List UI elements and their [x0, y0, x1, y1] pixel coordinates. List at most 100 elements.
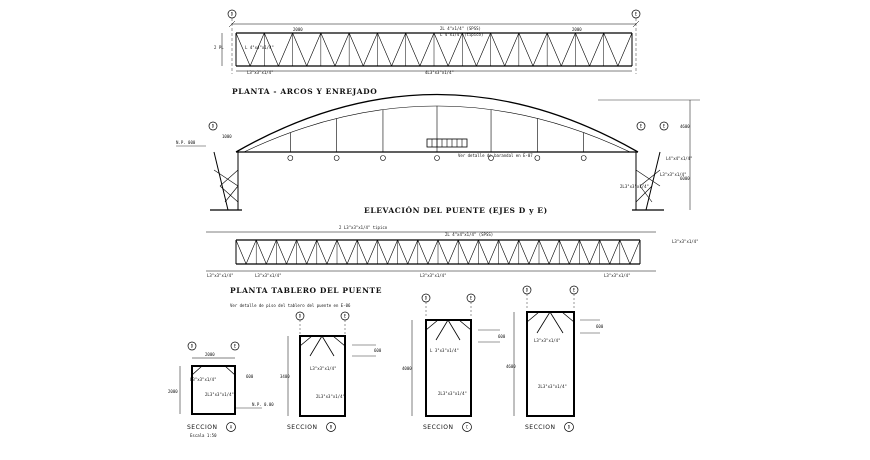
sec-b-height: 3400	[280, 374, 290, 379]
svg-text:D: D	[299, 314, 302, 319]
elev-height-label: 4600	[680, 124, 690, 129]
deck-left-label: L3"x3"x1/4"	[207, 273, 234, 278]
truss-web	[266, 239, 277, 265]
hanger-marker	[333, 155, 340, 161]
truss-web	[306, 32, 322, 67]
truss-web	[334, 32, 350, 67]
truss-web	[447, 239, 459, 265]
truss-web	[377, 32, 392, 67]
truss-web	[462, 32, 477, 67]
sec-c-top: 600	[498, 334, 506, 339]
svg-text:E: E	[470, 296, 473, 301]
truss-web	[397, 239, 408, 265]
truss-web	[235, 239, 247, 265]
truss-web	[468, 239, 479, 265]
truss-web	[245, 239, 257, 265]
sec-a-scale: Escala 1:50	[190, 433, 217, 438]
truss-web	[488, 239, 499, 265]
truss-web	[249, 32, 265, 67]
truss-web	[532, 32, 548, 67]
deck-member-label-1: 2 L3"x3"x1/4" tipico	[339, 225, 388, 230]
svg-text:E: E	[234, 344, 237, 349]
svg-text:E: E	[635, 12, 638, 17]
sec-c-bubble: C	[466, 425, 469, 430]
grid-bubble-e-elev: E	[636, 121, 646, 131]
sec-d-bubble: D	[568, 425, 571, 430]
svg-text:D: D	[425, 296, 428, 301]
elev-member-label-2: L3"x3"x1/4"	[660, 172, 687, 177]
svg-text:D: D	[212, 124, 215, 129]
svg-text:D: D	[526, 288, 529, 293]
top-bottom-mid-label: 4L3"x3"x1/4"	[425, 70, 454, 75]
elev-lower-label: 6000	[680, 176, 690, 181]
sec-c-label1: L 3"x3"x1/4"	[430, 348, 459, 353]
truss-web	[367, 239, 378, 265]
top-member-label-1: 2L 4"x1/4" (SPSS)	[440, 26, 481, 31]
sec-a-bubble: A	[230, 425, 233, 430]
truss-web	[518, 239, 530, 265]
truss-web	[548, 239, 560, 265]
sec-a-side: 600	[246, 374, 254, 379]
section-b: D E 3400 600 L3"x3"x1/4" 2L3"x3"x1/4" SE…	[280, 311, 382, 432]
truss-web	[433, 32, 449, 67]
top-side-label: 2 PL	[214, 45, 224, 50]
grid-bubble-d-elev: D	[208, 121, 218, 131]
deck-truss-webs	[235, 239, 641, 265]
sec-c-height: 4000	[402, 366, 412, 371]
truss-web	[437, 239, 449, 265]
truss-web	[498, 239, 509, 265]
plan-arches-view: D E 2 PL L3"x3"x1/4" 4L3"x3"x1/4" L 4"x4…	[214, 9, 641, 96]
truss-web	[419, 32, 435, 67]
hanger-marker	[434, 155, 440, 161]
sec-b-top: 600	[374, 348, 382, 353]
svg-text:E: E	[573, 288, 576, 293]
truss-web	[417, 239, 429, 265]
grid-bubble-e-top: E	[631, 9, 641, 74]
truss-web	[508, 239, 520, 265]
truss-web	[569, 239, 580, 265]
truss-web	[316, 239, 328, 265]
sec-d-title: SECCION	[525, 424, 555, 431]
truss-web	[518, 32, 534, 67]
svg-text:D: D	[191, 344, 194, 349]
elev-member-label-1: L4"x4"x1/4"	[666, 156, 693, 161]
hanger-marker	[580, 155, 587, 161]
deck-note: Ver detalle de piso del tablero del puen…	[230, 303, 351, 308]
section-a: D E 2000 2000 600 L3"x3"x1/4" 2L3"x3"x1/…	[168, 341, 274, 438]
truss-web	[490, 32, 505, 67]
hanger-marker	[380, 155, 386, 161]
truss-web	[405, 32, 421, 67]
sec-a-label1: L3"x3"x1/4"	[190, 377, 217, 382]
truss-web	[619, 239, 631, 265]
truss-web	[235, 32, 251, 67]
grid-bubble-d-top: D	[227, 9, 237, 74]
railing-detail	[426, 138, 468, 148]
top-left-member-label: L 4"x4"x1/4"	[245, 45, 274, 50]
sec-d-label2: 2L3"x3"x1/4"	[538, 384, 567, 389]
truss-web	[528, 239, 540, 265]
svg-text:E: E	[663, 124, 666, 129]
deck-plan-view: 2 L3"x3"x1/4" tipico 2L 4"x4"x1/4" (SPSS…	[206, 225, 699, 308]
sec-c-label2: 2L3"x3"x1/4"	[438, 391, 467, 396]
sec-a-level: N.P. 0.00	[252, 402, 274, 407]
sec-d-label1: L3"x3"x1/4"	[534, 338, 561, 343]
truss-web	[387, 239, 398, 265]
top-member-label-2: L 4"x1/4" (tipico)	[440, 32, 483, 37]
truss-web	[558, 239, 570, 265]
truss-web	[278, 32, 293, 67]
truss-web	[255, 239, 267, 265]
sec-d-top: 600	[596, 324, 604, 329]
truss-web	[427, 239, 439, 265]
truss-web	[296, 239, 307, 265]
top-truss-webs	[235, 32, 633, 67]
truss-web	[561, 32, 576, 67]
top-dim-left: 2000	[293, 27, 303, 32]
truss-web	[292, 32, 307, 67]
sec-d-height: 4600	[506, 364, 516, 369]
truss-web	[336, 239, 348, 265]
elev-dim-small: 1000	[222, 134, 232, 139]
right-tower	[632, 151, 664, 211]
truss-web	[579, 239, 590, 265]
deck-member-label-2: 2L 4"x4"x1/4" (SPSS)	[445, 232, 493, 237]
